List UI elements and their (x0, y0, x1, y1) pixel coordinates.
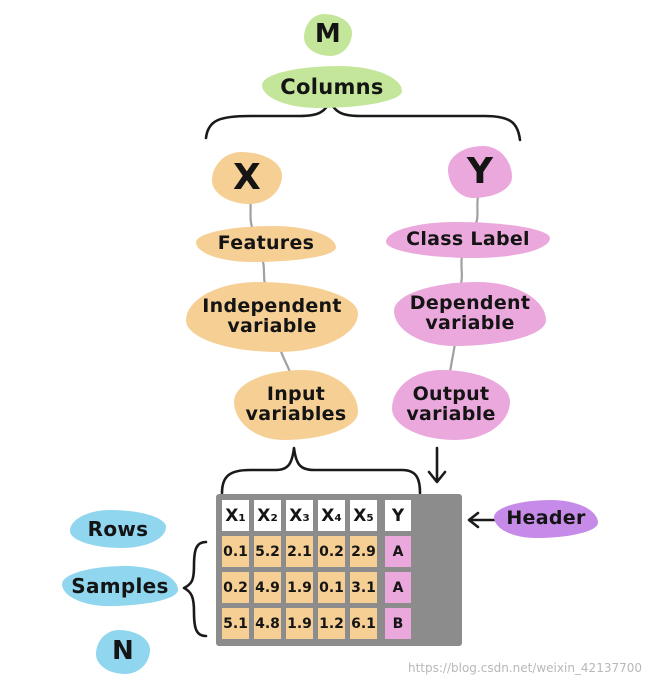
dependent-line-1: Dependent (409, 292, 531, 315)
value-cell: 6.1 (350, 608, 377, 639)
inputs-bracket (220, 446, 422, 495)
value-cell: 3.1 (350, 572, 377, 603)
value-cell: 1.9 (286, 572, 313, 603)
value-cell: 1.9 (286, 608, 313, 639)
output-line-2: variable (406, 403, 496, 425)
label-cell: A (385, 536, 411, 567)
value-cell: 5.1 (222, 608, 249, 639)
output-variable-label: Output variable (392, 370, 510, 440)
rows-brace (182, 540, 208, 638)
independent-variable-label: Independent variable (186, 282, 358, 352)
columns-brace (204, 98, 522, 142)
output-line-1: Output (412, 383, 490, 406)
header-label: Header (494, 500, 598, 538)
input-line-1: Input (266, 383, 326, 406)
value-cell: 5.2 (254, 536, 281, 567)
value-cell: 1.2 (318, 608, 345, 639)
dependent-line-2: variable (425, 312, 515, 334)
value-cell: 0.2 (222, 572, 249, 603)
header-cell: X₄ (318, 500, 345, 531)
label-cell: B (385, 608, 411, 639)
independent-line-2: variable (227, 315, 317, 337)
columns-label: Columns (262, 66, 402, 108)
input-line-2: variables (245, 403, 347, 425)
samples-label: Samples (62, 566, 178, 606)
header-cell: Y (385, 500, 411, 531)
value-cell: 0.1 (222, 536, 249, 567)
x-label: X (212, 152, 282, 204)
header-cell: X₅ (350, 500, 377, 531)
rows-label: Rows (70, 510, 166, 548)
y-label: Y (448, 146, 512, 198)
m-label: M (304, 14, 352, 56)
dependent-variable-label: Dependent variable (394, 282, 546, 346)
value-cell: 0.1 (318, 572, 345, 603)
value-cell: 2.1 (286, 536, 313, 567)
label-cell: A (385, 572, 411, 603)
class-label-label: Class Label (386, 222, 550, 258)
value-cell: 4.9 (254, 572, 281, 603)
header-cell: X₃ (286, 500, 313, 531)
value-cell: 2.9 (350, 536, 377, 567)
input-variables-label: Input variables (234, 370, 358, 440)
header-cell: X₂ (254, 500, 281, 531)
header-cell: X₁ (222, 500, 249, 531)
features-label: Features (196, 226, 336, 262)
value-cell: 0.2 (318, 536, 345, 567)
independent-line-1: Independent (202, 295, 342, 318)
n-label: N (96, 630, 150, 674)
watermark: https://blog.csdn.net/weixin_42137700 (407, 661, 642, 675)
value-cell: 4.8 (254, 608, 281, 639)
